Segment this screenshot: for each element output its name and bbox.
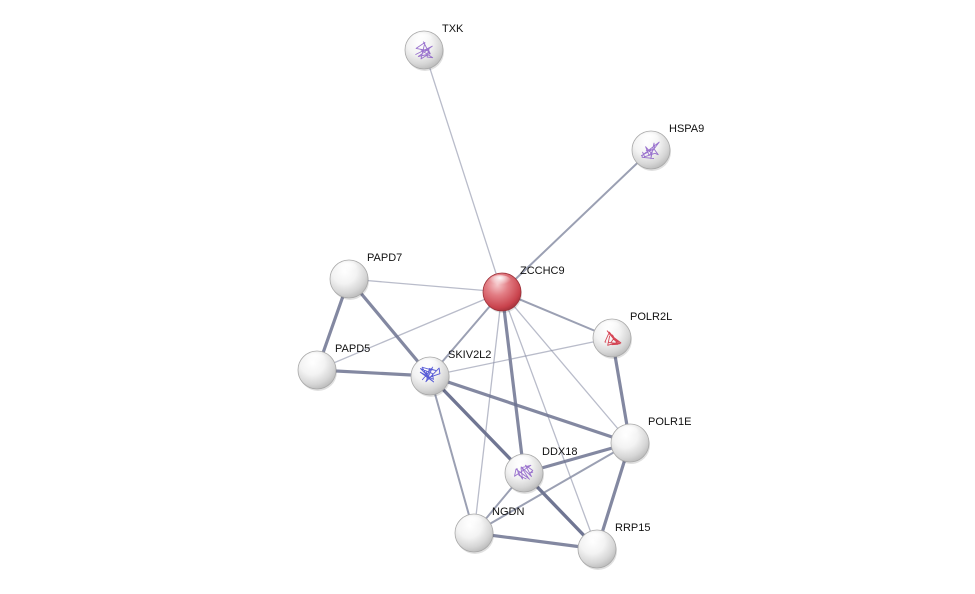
node-papd7[interactable]: PAPD7 [329,252,402,300]
node-label: ZCCHC9 [520,265,565,277]
node-highlight [460,516,484,530]
edge-txk-zcchc9[interactable] [423,49,503,293]
node-papd5[interactable]: PAPD5 [297,343,370,391]
node-highlight [583,532,607,546]
node-highlight [616,426,640,440]
node-zcchc9[interactable]: ZCCHC9 [482,265,565,313]
node-ngdn[interactable]: NGDN [454,506,524,554]
node-highlight [598,321,622,335]
edge-zcchc9-papd5[interactable] [316,291,503,371]
node-hspa9[interactable]: HSPA9 [631,123,704,171]
node-label: PAPD5 [335,343,370,355]
node-label: TXK [442,23,464,35]
node-label: SKIV2L2 [448,349,491,361]
node-polr1e[interactable]: POLR1E [610,416,691,464]
node-skiv2l2[interactable]: SKIV2L2 [410,349,491,397]
edge-papd7-skiv2l2[interactable] [347,277,432,378]
edge-polr1e-ngdn[interactable] [473,442,631,534]
node-highlight [488,275,512,289]
node-label: HSPA9 [669,123,704,135]
protein-structure-icon [604,330,622,346]
node-highlight [410,33,434,47]
node-ddx18[interactable]: DDX18 [504,446,577,494]
edge-hspa9-zcchc9[interactable] [501,149,652,293]
edge-layer [315,49,652,551]
node-polr2l[interactable]: POLR2L [592,311,672,359]
node-txk[interactable]: TXK [404,23,464,71]
edge-zcchc9-ddx18[interactable] [500,290,526,475]
edge-skiv2l2-polr2l[interactable] [429,337,613,377]
node-label: DDX18 [542,446,577,458]
node-highlight [637,133,661,147]
edge-zcchc9-polr1e[interactable] [501,291,631,444]
edge-ngdn-rrp15[interactable] [472,531,599,551]
node-label: RRP15 [615,522,650,534]
edge-zcchc9-polr2l[interactable] [501,291,613,339]
edge-skiv2l2-ngdn[interactable] [429,375,475,534]
node-label: POLR2L [630,311,672,323]
edge-zcchc9-rrp15[interactable] [501,291,598,550]
node-highlight [335,262,359,276]
protein-structure-icon [640,141,660,160]
edge-skiv2l2-polr1e[interactable] [428,374,632,445]
edge-zcchc9-ngdn[interactable] [473,291,503,534]
edge-zcchc9-papd7[interactable] [348,278,503,293]
node-label: PAPD7 [367,252,402,264]
node-highlight [510,456,534,470]
node-rrp15[interactable]: RRP15 [577,522,650,570]
node-highlight [303,353,327,367]
node-highlight [416,359,440,373]
node-label: NGDN [492,506,524,518]
node-label: POLR1E [648,416,691,428]
